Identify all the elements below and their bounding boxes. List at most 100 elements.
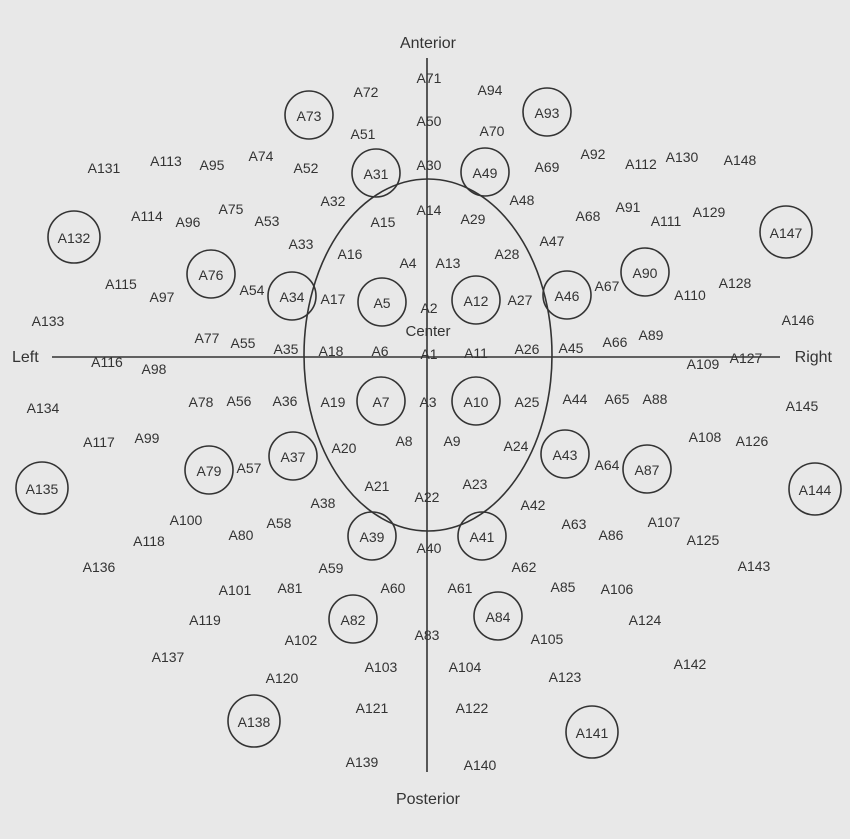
point-label-a55: A55 [231, 335, 256, 351]
point-label-a114: A114 [131, 208, 163, 224]
point-label-a43: A43 [553, 447, 578, 463]
point-label-a125: A125 [687, 532, 720, 548]
circle-marker-a12 [451, 275, 501, 325]
point-label-a96: A96 [176, 214, 201, 230]
circle-marker-a41 [457, 511, 507, 561]
point-label-a130: A130 [666, 149, 699, 165]
point-label-a51: A51 [351, 126, 376, 142]
point-label-a48: A48 [510, 192, 535, 208]
point-label-a77: A77 [195, 330, 220, 346]
point-label-a139: A139 [346, 754, 379, 770]
point-label-a49: A49 [473, 165, 498, 181]
point-label-a30: A30 [417, 157, 442, 173]
point-label-a40: A40 [417, 540, 442, 556]
point-label-a92: A92 [581, 146, 606, 162]
point-label-a104: A104 [449, 659, 482, 675]
point-label-a45: A45 [559, 340, 584, 356]
point-label-a26: A26 [515, 341, 540, 357]
point-label-a75: A75 [219, 201, 244, 217]
point-label-a11: A11 [464, 345, 488, 361]
point-label-a44: A44 [563, 391, 588, 407]
point-label-a27: A27 [508, 292, 533, 308]
point-label-a23: A23 [463, 476, 488, 492]
point-label-a120: A120 [266, 670, 299, 686]
point-label-a22: A22 [415, 489, 440, 505]
circle-marker-a73 [284, 90, 334, 140]
circle-marker-a49 [460, 147, 510, 197]
circle-marker-a132 [47, 210, 101, 264]
point-label-a147: A147 [770, 225, 803, 241]
point-label-a121: A121 [356, 700, 389, 716]
point-label-a143: A143 [738, 558, 771, 574]
circle-marker-a34 [267, 271, 317, 321]
circle-marker-a79 [184, 445, 234, 495]
point-label-a68: A68 [576, 208, 601, 224]
point-label-a50: A50 [417, 113, 442, 129]
circle-marker-a31 [351, 148, 401, 198]
point-label-a107: A107 [648, 514, 681, 530]
point-label-a78: A78 [189, 394, 214, 410]
point-label-a36: A36 [273, 393, 298, 409]
circle-marker-a90 [620, 247, 670, 297]
point-label-a140: A140 [464, 757, 497, 773]
point-label-a95: A95 [200, 157, 225, 173]
circle-marker-a82 [328, 594, 378, 644]
point-label-a129: A129 [693, 204, 726, 220]
point-label-a34: A34 [280, 289, 305, 305]
point-label-a52: A52 [294, 160, 319, 176]
circle-marker-a93 [522, 87, 572, 137]
point-label-a31: A31 [364, 166, 389, 182]
point-label-a74: A74 [249, 148, 274, 164]
point-label-a85: A85 [551, 579, 576, 595]
point-label-a62: A62 [512, 559, 537, 575]
circle-marker-a84 [473, 591, 523, 641]
point-label-a126: A126 [736, 433, 769, 449]
point-label-a119: A119 [189, 612, 221, 628]
point-label-a21: A21 [365, 478, 390, 494]
point-label-a94: A94 [478, 82, 503, 98]
point-label-a16: A16 [338, 246, 363, 262]
point-label-a4: A4 [399, 255, 416, 271]
point-label-a19: A19 [321, 394, 346, 410]
point-label-a117: A117 [83, 434, 115, 450]
point-label-a72: A72 [354, 84, 379, 100]
circle-marker-a43 [540, 429, 590, 479]
left-label: Left [12, 349, 39, 366]
point-label-a122: A122 [456, 700, 489, 716]
point-label-a9: A9 [443, 433, 460, 449]
point-label-a90: A90 [633, 265, 658, 281]
circle-marker-a76 [186, 249, 236, 299]
point-label-a69: A69 [535, 159, 560, 175]
point-label-a134: A134 [27, 400, 60, 416]
point-label-a91: A91 [616, 199, 641, 215]
point-label-a47: A47 [540, 233, 565, 249]
point-label-a63: A63 [562, 516, 587, 532]
point-label-a59: A59 [319, 560, 344, 576]
point-label-a123: A123 [549, 669, 582, 685]
circle-markers [15, 87, 842, 759]
point-label-a39: A39 [360, 529, 385, 545]
point-label-a64: A64 [595, 457, 620, 473]
point-label-a132: A132 [58, 230, 91, 246]
point-label-a10: A10 [464, 394, 489, 410]
point-label-a128: A128 [719, 275, 752, 291]
point-label-a2: A2 [420, 300, 437, 316]
point-label-a127: A127 [730, 350, 763, 366]
center-label: Center [405, 323, 450, 340]
point-label-a98: A98 [142, 361, 167, 377]
point-label-a144: A144 [799, 482, 832, 498]
point-label-a15: A15 [371, 214, 396, 230]
point-label-a87: A87 [635, 462, 660, 478]
circle-marker-a7 [356, 376, 406, 426]
point-label-a7: A7 [372, 394, 389, 410]
point-label-a148: A148 [724, 152, 757, 168]
point-label-a6: A6 [371, 343, 388, 359]
point-label-a118: A118 [133, 533, 165, 549]
circle-marker-a147 [759, 205, 813, 259]
circle-marker-a5 [357, 277, 407, 327]
point-label-a25: A25 [515, 394, 540, 410]
point-label-a8: A8 [395, 433, 412, 449]
anterior-label: Anterior [400, 35, 457, 52]
point-label-a14: A14 [417, 202, 442, 218]
